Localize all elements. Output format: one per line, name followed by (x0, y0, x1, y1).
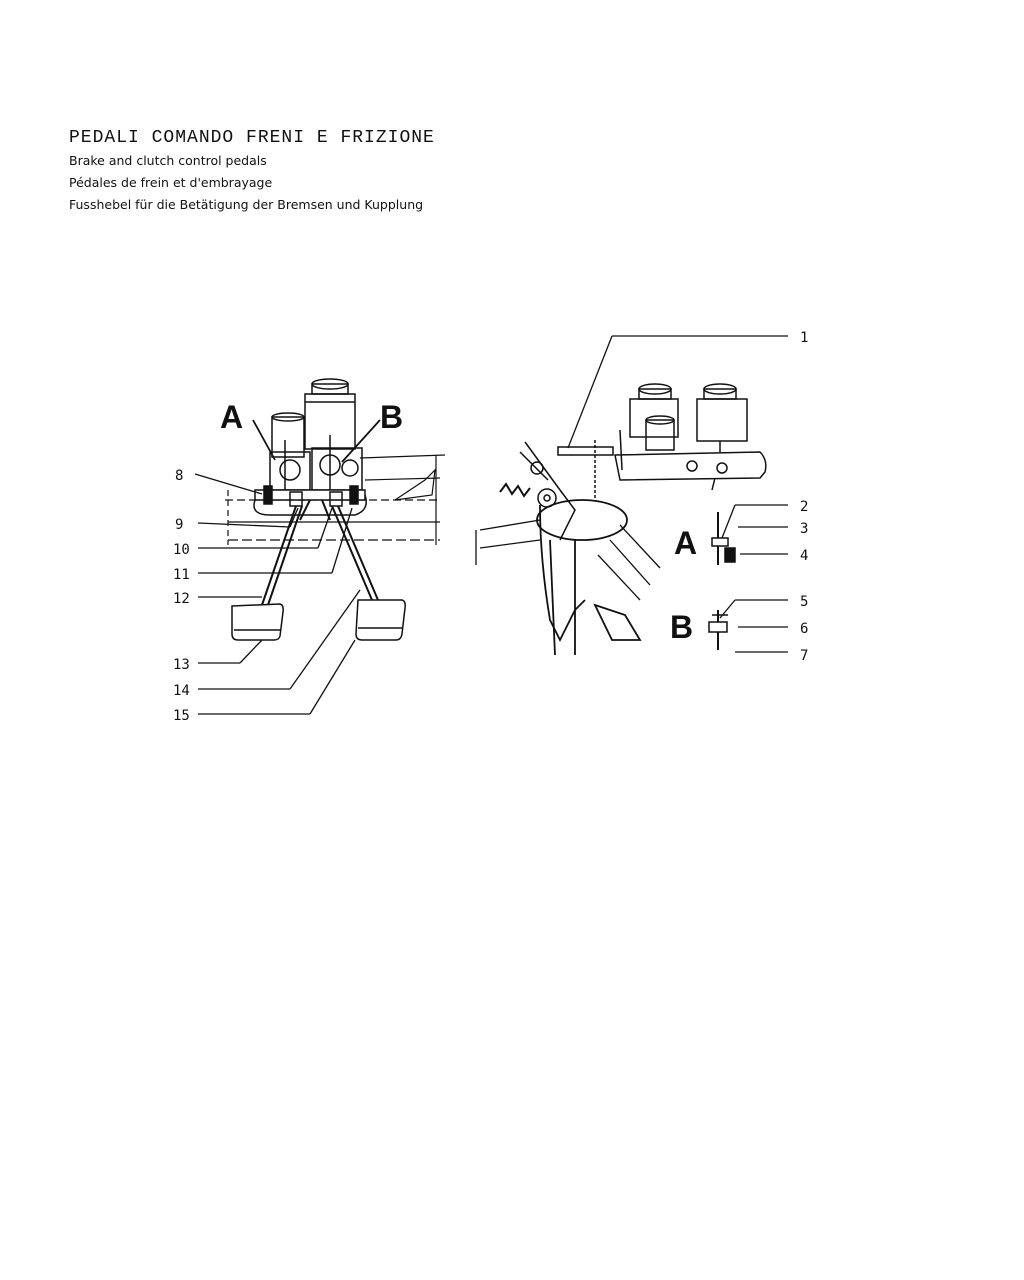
subtitle-english: Brake and clutch control pedals (69, 153, 267, 168)
callout-9: 9 (175, 517, 183, 533)
right-leader-lines (567, 335, 788, 653)
callout-8: 8 (175, 468, 183, 484)
right-reservoir-3 (645, 415, 675, 451)
callout-14: 14 (173, 683, 190, 699)
right-reservoir-1 (629, 383, 679, 438)
pedal-pad-left (231, 603, 284, 641)
title-block: PEDALI COMANDO FRENI E FRIZIONE Brake an… (69, 126, 435, 216)
callout-3: 3 (800, 521, 808, 537)
callout-7: 7 (800, 648, 808, 664)
frame-lines (225, 454, 446, 545)
pedal-arms (261, 499, 379, 606)
callout-10: 10 (173, 542, 190, 558)
callout-12: 12 (173, 591, 190, 607)
detail-letter-a-left: A (220, 399, 243, 435)
callout-1: 1 (800, 330, 808, 346)
subtitle-german: Fusshebel für die Betätigung der Bremsen… (69, 197, 424, 212)
callout-13: 13 (173, 657, 190, 673)
pedal-lever (536, 499, 642, 656)
pedal-pad-right (355, 599, 406, 641)
callout-numbers: 1 2 3 4 5 6 7 8 9 10 11 12 13 14 15 (173, 330, 808, 724)
right-cylinder-body (614, 451, 767, 491)
callout-6: 6 (800, 621, 808, 637)
side-frame (475, 519, 661, 601)
left-pedal-assembly: A B (220, 378, 446, 641)
callout-15: 15 (173, 708, 190, 724)
detail-letter-b-left: B (380, 399, 403, 435)
reservoir-small (271, 412, 305, 458)
right-reservoir-2 (696, 383, 748, 452)
callout-2: 2 (800, 499, 808, 515)
detail-b-parts (708, 610, 728, 650)
detail-letter-a-right: A (674, 525, 697, 561)
right-pedal-assembly (475, 383, 767, 656)
callout-11: 11 (173, 567, 190, 583)
page-title: PEDALI COMANDO FRENI E FRIZIONE (69, 128, 435, 148)
mounting-bracket (519, 429, 623, 541)
subtitle-french: Pédales de frein et d'embrayage (69, 175, 273, 190)
return-spring (499, 482, 531, 498)
left-leader-lines (194, 473, 361, 715)
detail-a-parts (711, 512, 736, 565)
callout-4: 4 (800, 548, 808, 564)
detail-letter-b-right: B (670, 609, 693, 645)
callout-5: 5 (800, 594, 808, 610)
